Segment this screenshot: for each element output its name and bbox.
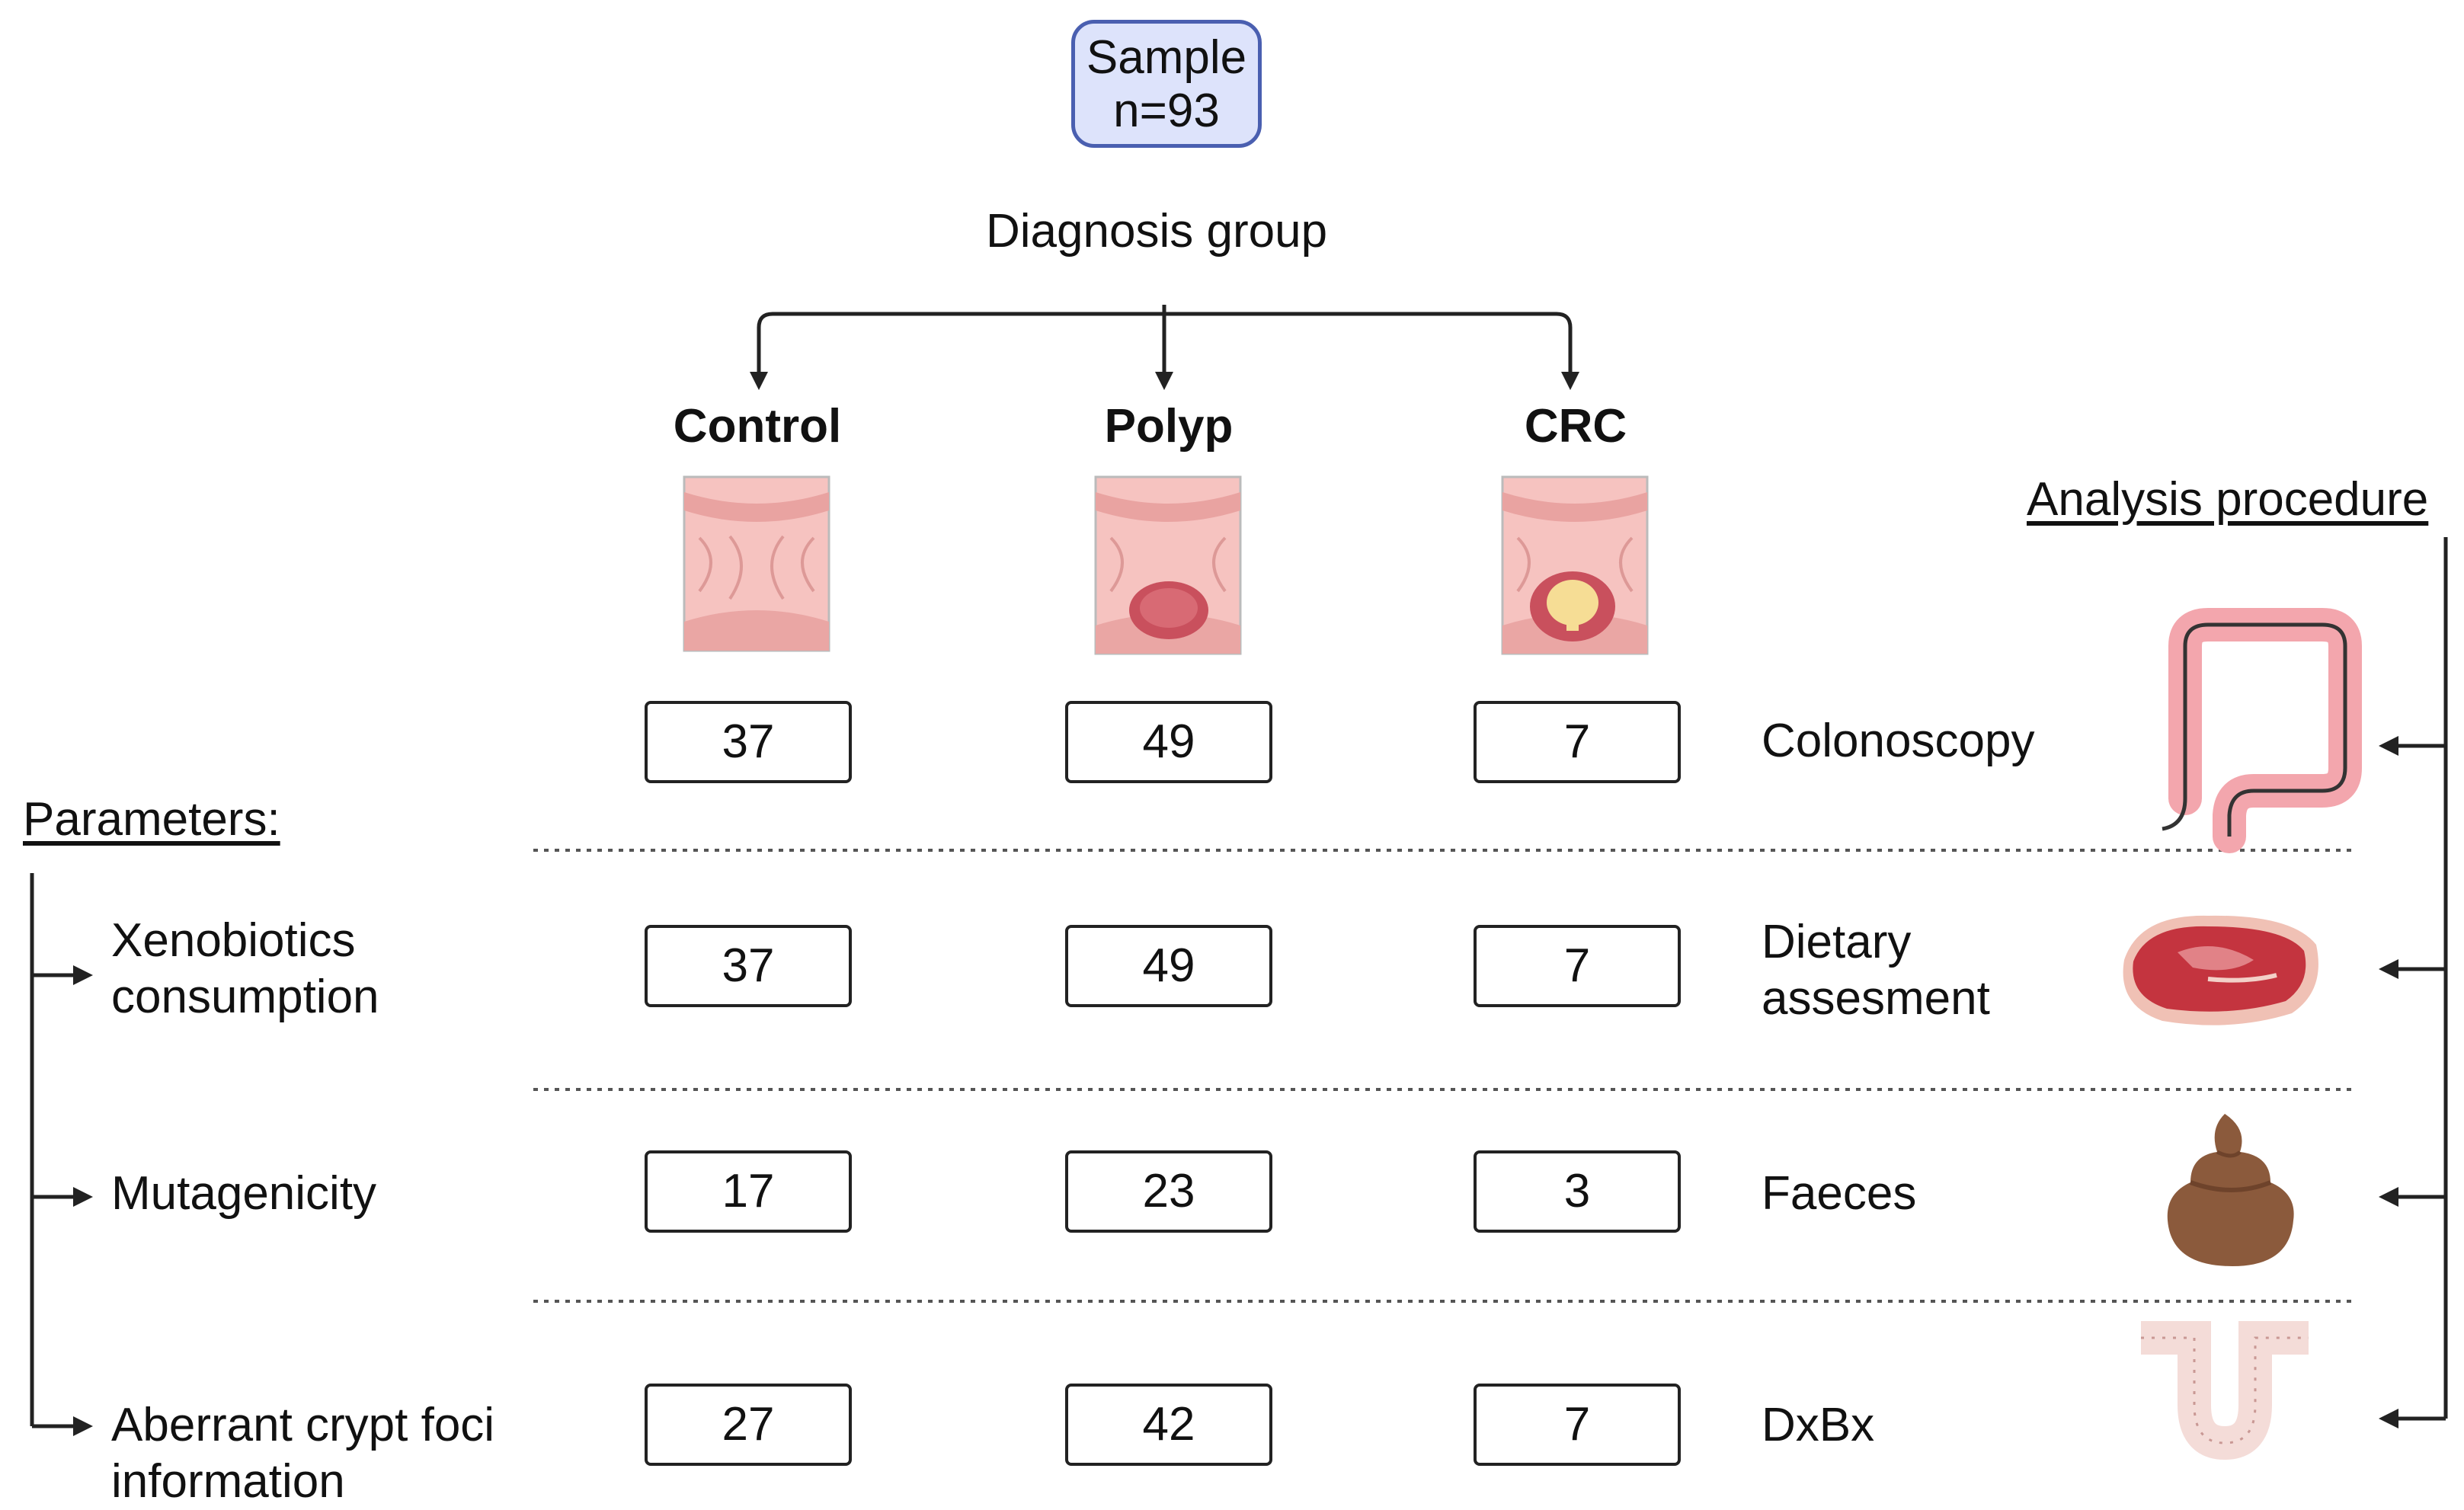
parameter-xenobiotics: Xenobiotics consumption bbox=[111, 914, 379, 1023]
count-control-colonoscopy: 37 bbox=[645, 701, 852, 783]
branch-connector bbox=[757, 305, 1573, 381]
parameters-heading: Parameters: bbox=[23, 793, 280, 846]
sample-box: Sample n=93 bbox=[1071, 20, 1262, 148]
group-heading-control: Control bbox=[673, 400, 842, 453]
colon-icon bbox=[2162, 608, 2362, 853]
analysis-arrowheads bbox=[2379, 736, 2398, 1428]
sample-size: n=93 bbox=[1113, 85, 1220, 137]
analysis-procedure-heading: Analysis procedure bbox=[2027, 473, 2429, 526]
count-control-faeces: 17 bbox=[645, 1150, 852, 1233]
row-separators bbox=[533, 849, 2354, 1303]
faeces-icon bbox=[2167, 1114, 2294, 1266]
count-polyp-dietary: 49 bbox=[1065, 925, 1272, 1007]
procedure-dxbx: DxBx bbox=[1762, 1399, 1875, 1451]
sample-label: Sample bbox=[1086, 31, 1247, 84]
procedure-colonoscopy: Colonoscopy bbox=[1762, 715, 2035, 767]
branch-arrowheads bbox=[750, 372, 1579, 390]
control-tissue-image bbox=[683, 475, 830, 652]
diagnosis-group-label: Diagnosis group bbox=[986, 205, 1328, 258]
meat-steak-icon bbox=[2123, 915, 2318, 1025]
count-crc-faeces: 3 bbox=[1474, 1150, 1681, 1233]
parameters-bracket bbox=[30, 873, 79, 1428]
count-control-dxbx: 27 bbox=[645, 1384, 852, 1466]
count-control-dietary: 37 bbox=[645, 925, 852, 1007]
count-crc-dxbx: 7 bbox=[1474, 1384, 1681, 1466]
count-crc-dietary: 7 bbox=[1474, 925, 1681, 1007]
procedure-faeces: Faeces bbox=[1762, 1167, 1917, 1220]
count-polyp-faeces: 23 bbox=[1065, 1150, 1272, 1233]
group-heading-crc: CRC bbox=[1524, 400, 1627, 453]
count-polyp-dxbx: 42 bbox=[1065, 1384, 1272, 1466]
parameter-aberrant-crypt-foci: Aberrant crypt foci information bbox=[111, 1399, 495, 1508]
count-crc-colonoscopy: 7 bbox=[1474, 701, 1681, 783]
group-heading-polyp: Polyp bbox=[1104, 400, 1234, 453]
polyp-tissue-image bbox=[1094, 475, 1242, 655]
parameters-arrowheads bbox=[73, 965, 93, 1436]
crc-tissue-image bbox=[1501, 475, 1649, 655]
analysis-bracket bbox=[2392, 537, 2448, 1421]
count-polyp-colonoscopy: 49 bbox=[1065, 701, 1272, 783]
procedure-dietary-assessment: Dietary assesment bbox=[1762, 916, 1990, 1025]
crypt-biopsy-icon bbox=[2141, 1321, 2309, 1460]
parameter-mutagenicity: Mutagenicity bbox=[111, 1167, 377, 1220]
